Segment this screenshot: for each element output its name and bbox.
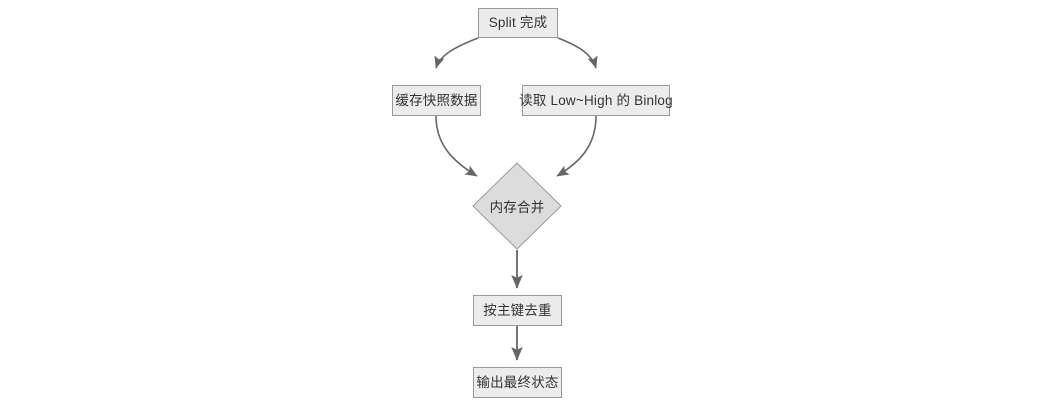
node-label: 输出最终状态	[476, 374, 559, 390]
diamond-shape-icon	[472, 162, 562, 250]
node-read-binlog[interactable]: 读取 Low~High 的 Binlog	[519, 85, 673, 116]
node-label: 内存合并	[489, 200, 545, 215]
node-dedupe-by-primary-key[interactable]: 按主键去重	[473, 295, 562, 326]
node-cache-snapshot[interactable]: 缓存快照数据	[392, 85, 481, 116]
node-output-final-state[interactable]: 输出最终状态	[473, 367, 562, 398]
node-memory-merge[interactable]: 内存合并	[472, 162, 562, 250]
edge-cache-snapshot-to-merge	[435, 115, 478, 177]
edge-read-binlog-to-merge	[556, 115, 597, 177]
edge-start-to-cache-snapshot	[434, 37, 479, 69]
node-label: 按主键去重	[483, 302, 552, 318]
node-split-complete[interactable]: Split 完成	[478, 8, 558, 38]
node-label: 缓存快照数据	[395, 92, 478, 108]
node-label: Split 完成	[488, 15, 548, 31]
node-label: 读取 Low~High 的 Binlog	[519, 92, 673, 108]
edge-start-to-read-binlog	[557, 37, 598, 69]
